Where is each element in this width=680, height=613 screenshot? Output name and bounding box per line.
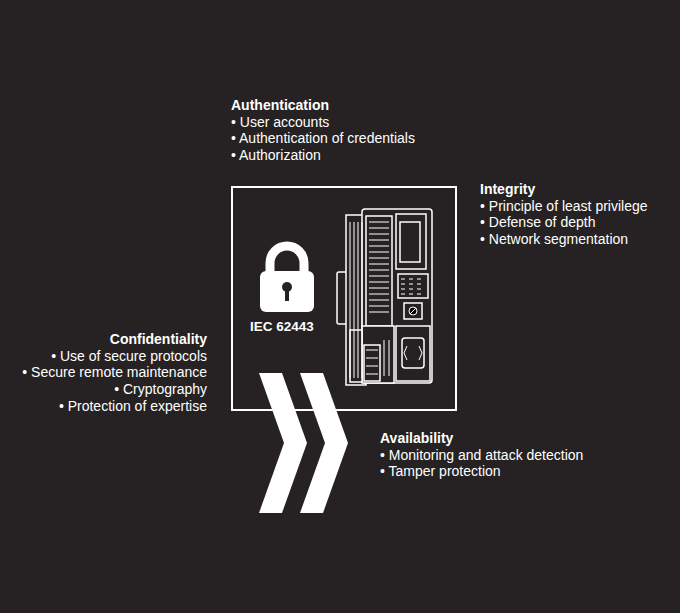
bullet-item: • User accounts — [231, 114, 415, 131]
heading: Integrity — [480, 181, 648, 198]
lock-icon — [260, 246, 314, 312]
device-detail — [350, 222, 422, 378]
bullet-item: • Network segmentation — [480, 231, 648, 248]
bullet-item: • Secure remote maintenance — [22, 364, 207, 381]
bullet-item: • Principle of least privilege — [480, 198, 648, 215]
text-group: Confidentiality• Use of secure protocols… — [22, 331, 207, 415]
bullet-item: • Cryptography — [22, 381, 207, 398]
bullet-item: • Monitoring and attack detection — [380, 447, 583, 464]
bullet-item: • Authentication of credentials — [231, 130, 415, 147]
standard-label: IEC 62443 — [250, 319, 314, 335]
heading: Confidentiality — [22, 331, 207, 348]
bullet-item: • Protection of expertise — [22, 398, 207, 415]
heading: Authentication — [231, 97, 415, 114]
bullet-item: • Use of secure protocols — [22, 348, 207, 365]
text-group: Authentication• User accounts• Authentic… — [231, 97, 415, 164]
text-group: Integrity• Principle of least privilege•… — [480, 181, 648, 248]
chevron-arrow — [259, 373, 348, 513]
bullet-item: • Tamper protection — [380, 463, 583, 480]
heading: Availability — [380, 430, 583, 447]
bullet-item: • Authorization — [231, 147, 415, 164]
plc-device — [337, 209, 432, 385]
standard-box: IEC 62443 — [231, 186, 457, 411]
text-group: Availability• Monitoring and attack dete… — [380, 430, 583, 480]
bullet-item: • Defense of depth — [480, 214, 648, 231]
